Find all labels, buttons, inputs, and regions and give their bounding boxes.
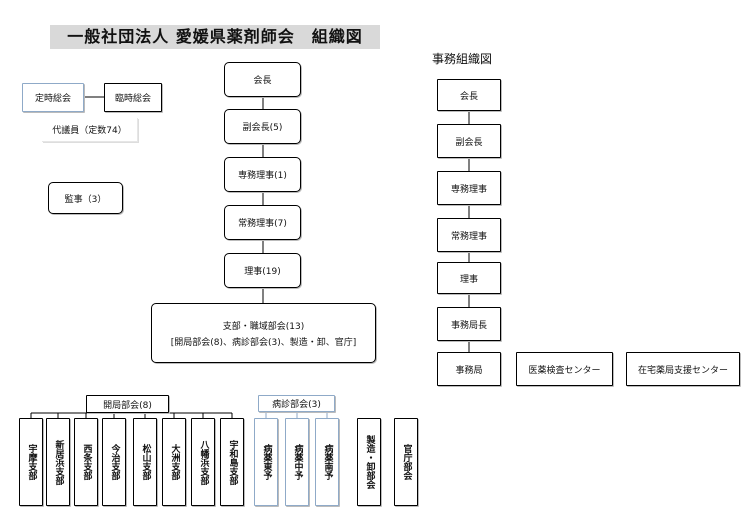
director-label: 理事(19) xyxy=(244,267,281,277)
managing-director-box: 常務理事(7) xyxy=(224,205,301,240)
branch-committee-box: 支部・職域部会(13) [開局部会(8)、病診部会(3)、製造・卸、官庁] xyxy=(151,303,376,363)
hospital-toyo: 病薬東予 xyxy=(254,418,278,506)
pharmacy-group-box: 開局部会(8) xyxy=(86,395,169,413)
extraordinary-assembly-box: 臨時総会 xyxy=(104,83,162,112)
president-box: 会長 xyxy=(224,62,301,97)
branch-matsuyama: 松山支部 xyxy=(133,418,157,506)
secretary-general-label: 事務局長 xyxy=(450,320,487,331)
secretariat-box: 事務局 xyxy=(437,352,501,386)
auditor-box: 監事（3） xyxy=(48,182,123,214)
branch-saijo: 西条支部 xyxy=(74,418,98,506)
hospital-group-label: 病診部会(3) xyxy=(272,400,321,410)
executive-director-box: 専務理事(1) xyxy=(224,157,301,192)
branch-committee-line1: 支部・職域部会(13) xyxy=(222,321,305,332)
office-vice-president-box: 副会長 xyxy=(437,124,501,158)
branch-uwajima: 宇和島支部 xyxy=(220,418,244,506)
branch-imabari: 今治支部 xyxy=(102,418,126,506)
branch-uwajima-label: 宇和島支部 xyxy=(227,439,238,485)
office-president-label: 会長 xyxy=(459,91,478,102)
branch-yawatahama: 八幡浜支部 xyxy=(191,418,215,506)
page-title: 一般社団法人 愛媛県薬剤師会 組織図 xyxy=(50,25,380,49)
government-box: 官庁部会 xyxy=(394,418,418,506)
hospital-toyo-label: 病薬東予 xyxy=(261,444,272,480)
office-chart-title: 事務組織図 xyxy=(432,52,493,66)
home-pharmacy-support-center-label: 在宅薬局支援センター xyxy=(637,365,728,376)
branch-uma: 宇摩支部 xyxy=(19,418,43,506)
branch-uma-label: 宇摩支部 xyxy=(26,444,37,480)
branch-ozu-label: 大洲支部 xyxy=(169,444,180,480)
office-executive-director-label: 専務理事 xyxy=(450,184,487,195)
office-executive-director-box: 専務理事 xyxy=(437,171,501,205)
auditor-label: 監事（3） xyxy=(64,194,107,205)
branch-ozu: 大洲支部 xyxy=(162,418,186,506)
hospital-group-box: 病診部会(3) xyxy=(258,395,335,412)
office-director-box: 理事 xyxy=(437,262,501,294)
office-managing-director-label: 常務理事 xyxy=(450,231,487,242)
secretary-general-box: 事務局長 xyxy=(437,307,501,341)
office-president-box: 会長 xyxy=(437,79,501,111)
hospital-chuyo-label: 病薬中予 xyxy=(292,444,303,480)
hospital-nanyo: 病薬南予 xyxy=(315,418,339,506)
branch-committee-line2: [開局部会(8)、病診部会(3)、製造・卸、官庁] xyxy=(170,337,357,348)
branch-saijo-label: 西条支部 xyxy=(81,444,92,480)
director-box: 理事(19) xyxy=(224,253,301,288)
branch-niihama: 新居浜支部 xyxy=(46,418,70,506)
branch-matsuyama-label: 松山支部 xyxy=(140,444,151,480)
home-pharmacy-support-center-box: 在宅薬局支援センター xyxy=(626,352,740,386)
drug-testing-center-label: 医薬検査センター xyxy=(528,365,601,376)
regular-assembly-label: 定時総会 xyxy=(34,94,71,104)
delegates-note: 代議員（定数74） xyxy=(42,118,138,142)
vice-president-label: 副会長(5) xyxy=(242,123,283,133)
office-vice-president-label: 副会長 xyxy=(455,137,483,148)
regular-assembly-box: 定時総会 xyxy=(22,83,84,112)
manufacturing-wholesale-label: 製造・卸部会 xyxy=(364,435,375,489)
drug-testing-center-box: 医薬検査センター xyxy=(516,352,613,386)
secretariat-label: 事務局 xyxy=(455,365,483,376)
pharmacy-group-label: 開局部会(8) xyxy=(103,400,152,411)
hospital-nanyo-label: 病薬南予 xyxy=(322,444,333,480)
manufacturing-wholesale-box: 製造・卸部会 xyxy=(357,418,381,506)
president-label: 会長 xyxy=(253,76,272,86)
executive-director-label: 専務理事(1) xyxy=(238,171,287,181)
vice-president-box: 副会長(5) xyxy=(224,109,301,144)
branch-yawatahama-label: 八幡浜支部 xyxy=(198,439,209,485)
office-director-label: 理事 xyxy=(459,274,478,285)
government-label: 官庁部会 xyxy=(401,444,412,480)
extraordinary-assembly-label: 臨時総会 xyxy=(114,94,151,104)
hospital-chuyo: 病薬中予 xyxy=(285,418,309,506)
branch-imabari-label: 今治支部 xyxy=(109,444,120,480)
managing-director-label: 常務理事(7) xyxy=(238,219,287,229)
branch-niihama-label: 新居浜支部 xyxy=(53,439,64,485)
office-managing-director-box: 常務理事 xyxy=(437,218,501,252)
